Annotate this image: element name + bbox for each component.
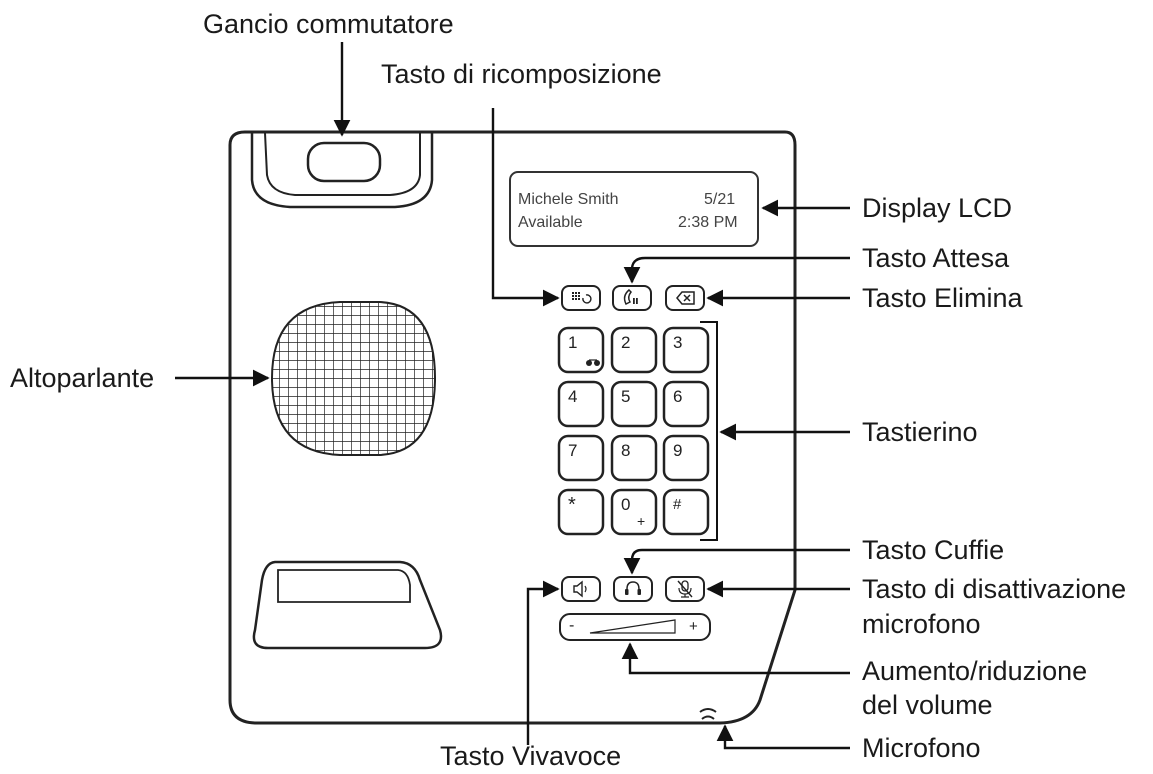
key-label-5: 5 [621, 387, 631, 406]
key-9[interactable] [662, 434, 710, 482]
key-label-9: 9 [673, 441, 683, 460]
callout-lines [175, 42, 850, 750]
key-hash[interactable] [662, 488, 710, 536]
label-keypad: Tastierino [862, 417, 978, 447]
label-mute-line2: microfono [862, 609, 981, 639]
hold-key[interactable] [612, 285, 652, 311]
delete-key[interactable] [665, 285, 705, 311]
label-volume-line1: Aumento/riduzione [862, 656, 1088, 686]
label-headset: Tasto Cuffie [862, 535, 1005, 565]
key-label-7: 7 [568, 441, 578, 460]
bottom-cradle [252, 560, 443, 650]
label-microphone: Microfono [862, 733, 981, 763]
lcd-time: 2:38 PM [678, 214, 738, 231]
hookswitch [306, 141, 382, 183]
key-label-2: 2 [621, 333, 631, 352]
backspace-icon [676, 291, 695, 305]
key-2[interactable] [610, 326, 658, 374]
label-hold: Tasto Attesa [862, 243, 1010, 273]
speaker-grill [270, 301, 437, 456]
lcd-display [509, 171, 759, 247]
key-1[interactable] [557, 326, 605, 374]
redial-key[interactable] [561, 285, 601, 311]
keypad-bracket [700, 321, 718, 541]
voicemail-icon [586, 359, 600, 366]
key-label-6: 6 [673, 387, 683, 406]
label-lcd: Display LCD [862, 193, 1013, 223]
volume-minus: - [569, 617, 575, 634]
label-mute-line1: Tasto di disattivazione [862, 574, 1127, 604]
key-label-1: 1 [568, 333, 578, 352]
label-hookswitch: Gancio commutatore [203, 9, 454, 39]
handset-cradle [250, 133, 434, 209]
volume-key[interactable] [559, 613, 711, 641]
label-speakerphone: Tasto Vivavoce [440, 741, 622, 771]
key-label-3: 3 [673, 333, 683, 352]
mic-mute-icon [677, 580, 693, 598]
key-3[interactable] [662, 326, 710, 374]
key-5[interactable] [610, 380, 658, 428]
key-0[interactable] [610, 488, 658, 536]
speakerphone-key[interactable] [561, 576, 601, 602]
key-4[interactable] [557, 380, 605, 428]
label-redial: Tasto di ricomposizione [381, 59, 662, 89]
headset-icon [625, 581, 641, 595]
lcd-status: Available [518, 214, 583, 231]
key-label-8: 8 [621, 441, 631, 460]
speaker-icon [573, 580, 587, 598]
key-label-0: 0 [621, 495, 631, 514]
keypad-keys [557, 326, 710, 536]
label-speaker: Altoparlante [10, 363, 155, 393]
label-delete: Tasto Elimina [862, 283, 1023, 313]
headset-key[interactable] [613, 576, 653, 602]
microphone-mark [699, 708, 717, 713]
label-volume-line2: del volume [862, 690, 993, 720]
key-label-0-plus: + [637, 513, 646, 529]
lcd-name: Michele Smith [518, 191, 619, 208]
key-7[interactable] [557, 434, 605, 482]
key-star[interactable] [557, 488, 605, 536]
redial-icon [572, 292, 592, 304]
lcd-date: 5/21 [704, 191, 736, 208]
key-label-hash: # [673, 496, 682, 513]
hold-icon [623, 288, 638, 306]
key-label-star: * [568, 494, 576, 516]
key-6[interactable] [662, 380, 710, 428]
key-label-4: 4 [568, 387, 578, 406]
mute-key[interactable] [665, 576, 705, 602]
key-8[interactable] [610, 434, 658, 482]
volume-plus: + [689, 618, 698, 635]
